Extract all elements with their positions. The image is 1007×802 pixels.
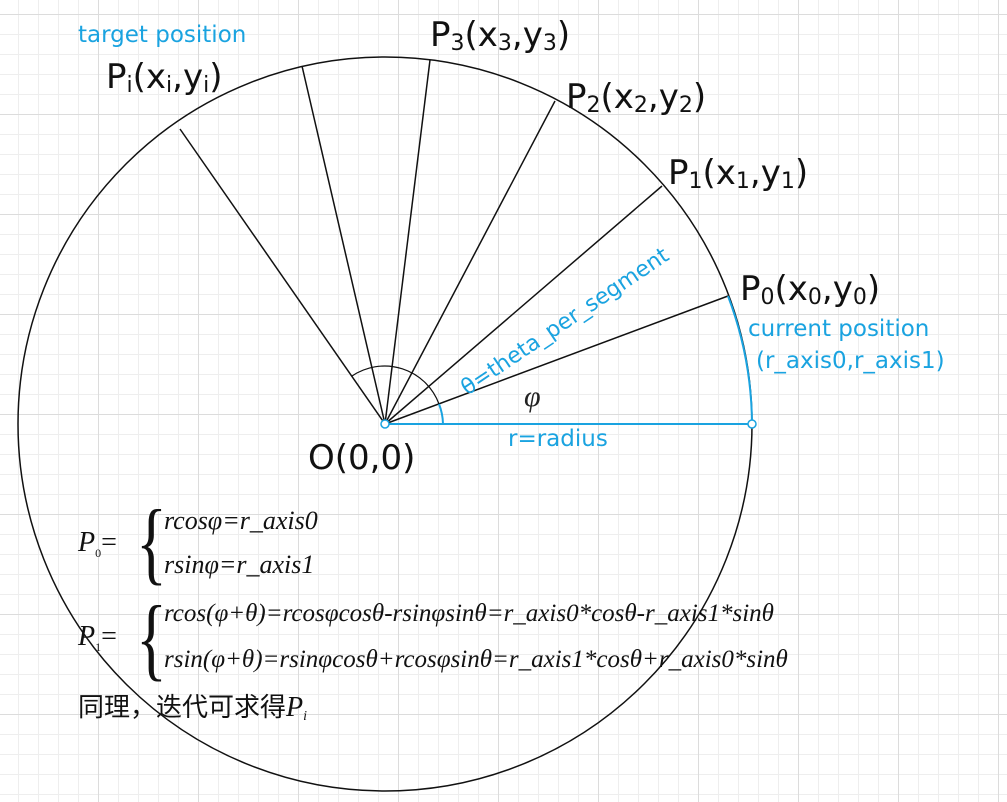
- phi-arc: [438, 403, 444, 425]
- radius-end-point: [747, 419, 757, 429]
- phi-label: φ: [524, 380, 541, 413]
- ray-p3: [384, 59, 431, 425]
- origin-point: [380, 419, 390, 429]
- ray-pi: [179, 128, 386, 425]
- ray-p0: [384, 295, 729, 425]
- target-position-label: target position: [78, 22, 247, 48]
- p0-line1: rcosφ=r_axis0: [164, 506, 318, 535]
- p1-line2: rsin(φ+θ)=rsinφcosθ+rcosφsinθ=r_axis1*co…: [164, 646, 788, 673]
- current-position-label: current position: [748, 316, 930, 342]
- ray-p2: [384, 100, 556, 425]
- p0-equation-label: P0=: [78, 527, 117, 560]
- p1-equation-label: P1=: [78, 621, 117, 654]
- point-p1-label: P1(x1,y1): [668, 153, 809, 194]
- point-p0-label: P0(x0,y0): [740, 269, 881, 310]
- ray-extra: [301, 65, 386, 425]
- p1-line1: rcos(φ+θ)=rcosφcosθ-rsinφsinθ=r_axis0*co…: [164, 600, 774, 627]
- theta-arc: [351, 365, 440, 405]
- point-p2-label: P2(x2,y2): [566, 77, 707, 118]
- radius-label: r=radius: [508, 426, 608, 452]
- p0-line2: rsinφ=r_axis1: [164, 550, 315, 579]
- p0-brace: {: [136, 491, 167, 593]
- conclusion-line: 同理，迭代可求得Pi: [78, 692, 308, 725]
- point-p3-label: P3(x3,y3): [430, 15, 571, 56]
- origin-label: O(0,0): [308, 438, 416, 478]
- ray-p1: [384, 185, 663, 425]
- current-axes-label: (r_axis0,r_axis1): [756, 348, 945, 374]
- point-pi-label: Pi(xi,yi): [106, 57, 223, 98]
- p1-brace: {: [136, 587, 167, 689]
- current-arc: [727, 295, 753, 425]
